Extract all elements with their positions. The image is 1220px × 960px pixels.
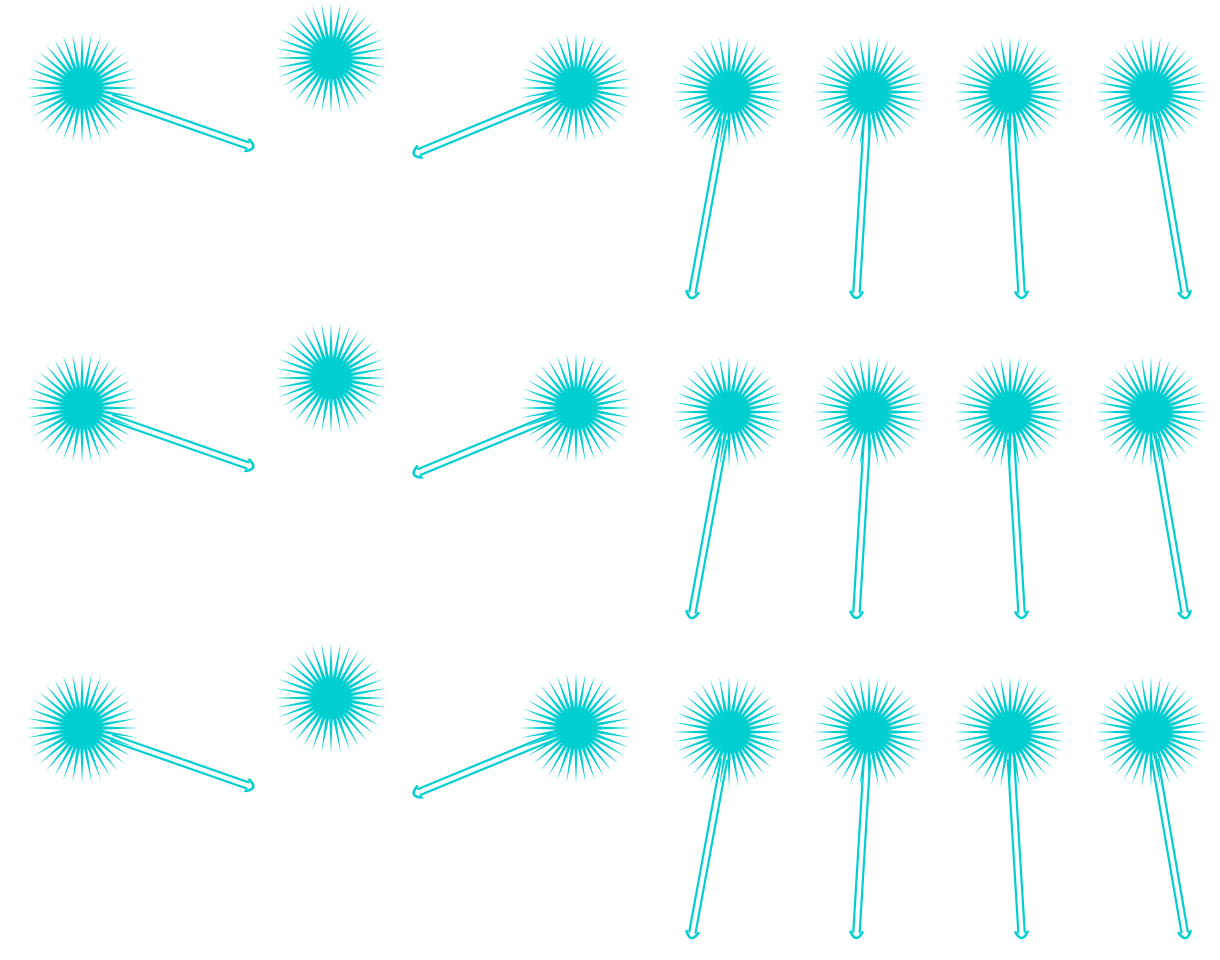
starburst-icon bbox=[275, 642, 387, 754]
arrow-connector-1-3 bbox=[685, 118, 729, 300]
arrow-connector-1-1 bbox=[109, 93, 255, 153]
arrow-connector-2-1 bbox=[109, 413, 255, 473]
starburst-icon bbox=[954, 676, 1066, 788]
diagram-row-3 bbox=[26, 642, 1207, 940]
starburst-icon bbox=[26, 672, 138, 784]
starburst-icon bbox=[1095, 676, 1207, 788]
starburst-icon bbox=[813, 676, 925, 788]
arrow-connector-2-6 bbox=[1150, 438, 1192, 620]
arrow-connector-3-6 bbox=[1150, 758, 1192, 940]
starburst-icon bbox=[673, 676, 785, 788]
arrow-connector-1-5 bbox=[1006, 118, 1029, 300]
starburst-icon bbox=[26, 352, 138, 464]
arrow-connector-3-4 bbox=[849, 758, 872, 940]
starburst-icon bbox=[26, 32, 138, 144]
starburst-icon bbox=[520, 32, 632, 144]
starburst-icon bbox=[954, 356, 1066, 468]
diagram-row-2 bbox=[26, 322, 1207, 620]
arrow-connector-3-3 bbox=[685, 758, 729, 940]
starburst-icon bbox=[813, 356, 925, 468]
starburst-icon bbox=[275, 322, 387, 434]
arrow-connector-1-6 bbox=[1150, 118, 1192, 300]
arrow-connector-3-1 bbox=[109, 733, 255, 793]
arrow-connector-1-2 bbox=[412, 91, 558, 159]
starburst-icon bbox=[673, 36, 785, 148]
starburst-icon bbox=[813, 36, 925, 148]
starburst-icon bbox=[1095, 356, 1207, 468]
arrow-connector-2-2 bbox=[412, 411, 558, 479]
arrow-connector-2-3 bbox=[685, 438, 729, 620]
arrow-connector-1-4 bbox=[849, 118, 872, 300]
diagram-row-1 bbox=[26, 2, 1207, 300]
arrow-connector-3-2 bbox=[412, 731, 558, 799]
starburst-icon bbox=[520, 352, 632, 464]
starburst-icon bbox=[1095, 36, 1207, 148]
arrow-connector-2-4 bbox=[849, 438, 872, 620]
starburst-icon bbox=[520, 672, 632, 784]
starburst-icon bbox=[954, 36, 1066, 148]
arrow-connector-2-5 bbox=[1006, 438, 1029, 620]
starburst-icon bbox=[275, 2, 387, 114]
arrow-connector-3-5 bbox=[1006, 758, 1029, 940]
starburst-icon bbox=[673, 356, 785, 468]
